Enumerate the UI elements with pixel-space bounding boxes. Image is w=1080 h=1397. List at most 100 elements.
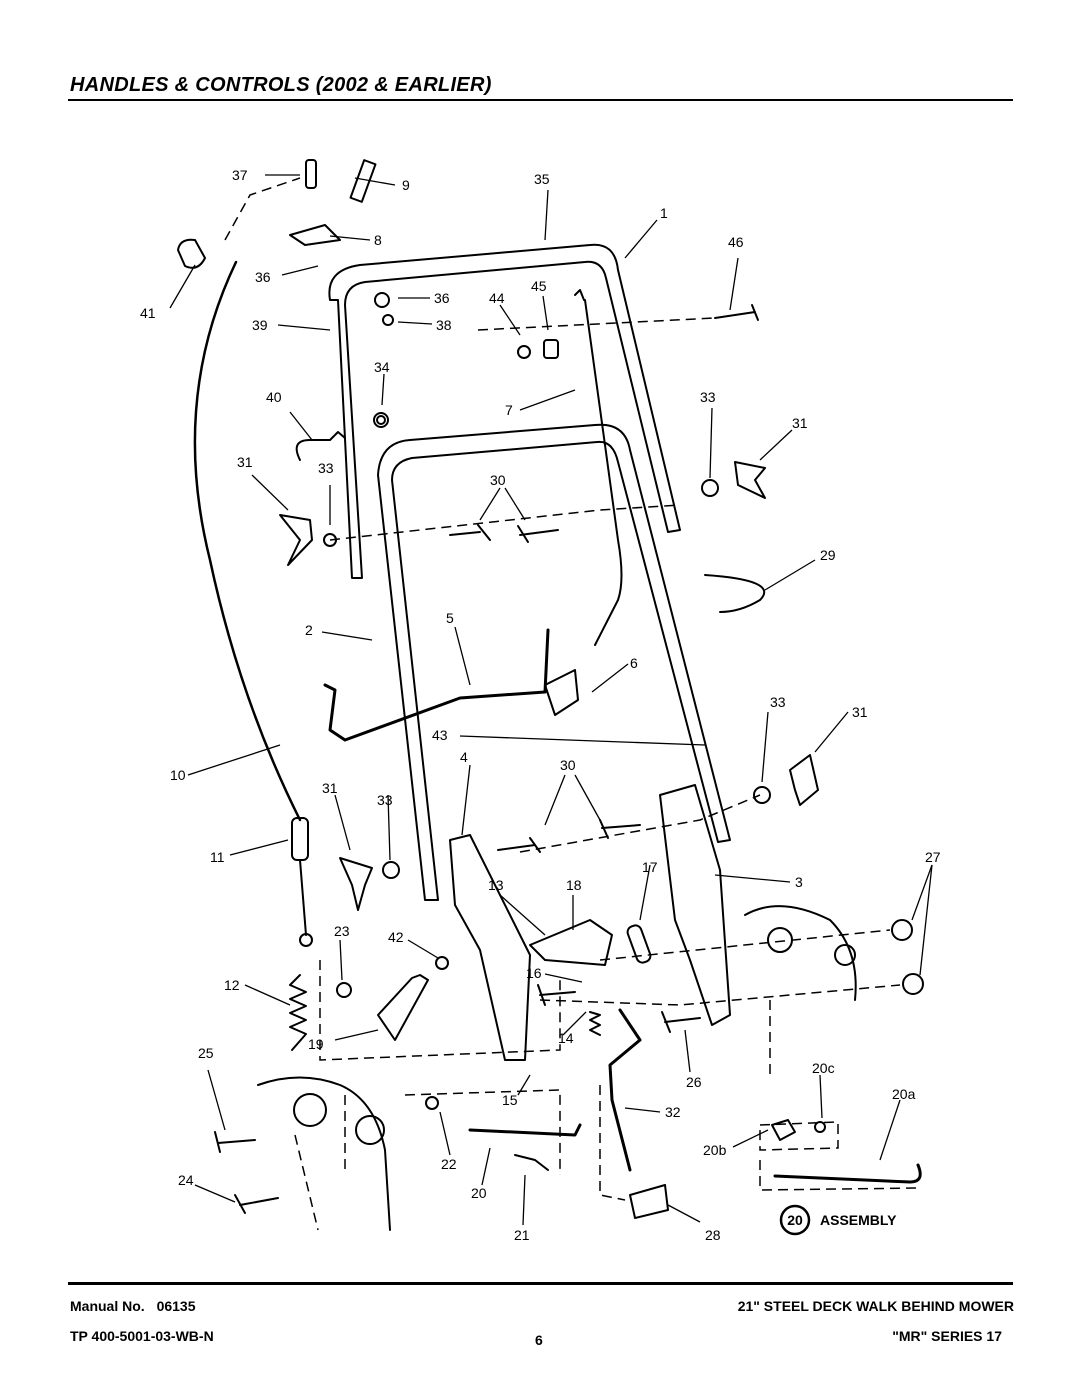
assembly-number: 20	[787, 1212, 803, 1228]
callout: 30	[490, 472, 506, 488]
header-rule	[68, 99, 1013, 101]
manual-label: Manual No.	[70, 1298, 145, 1314]
callout: 32	[665, 1104, 681, 1120]
callout: 31	[792, 415, 808, 431]
callout: 18	[566, 877, 582, 893]
callout: 42	[388, 929, 404, 945]
assembly-badge	[779, 1204, 811, 1236]
mount-plate	[529, 919, 613, 966]
manual-number: 06135	[156, 1298, 196, 1314]
callout: 40	[266, 389, 282, 405]
callout: 11	[210, 849, 225, 865]
control-rod	[323, 628, 550, 742]
hex-bolt	[214, 1131, 256, 1153]
page-number: 6	[535, 1332, 543, 1348]
brake-bracket	[377, 974, 429, 1041]
cable-clip	[177, 238, 206, 269]
callout: 37	[232, 167, 248, 183]
callout: 9	[402, 177, 410, 193]
upper-handle	[328, 243, 681, 579]
callout: 24	[178, 1172, 194, 1188]
spring	[289, 974, 307, 1051]
callout: 26	[686, 1074, 702, 1090]
footer-rule	[68, 1282, 1013, 1285]
height-bracket-left	[449, 834, 531, 1061]
knob-left-lower	[339, 857, 373, 911]
callout: 12	[224, 977, 240, 993]
callout: 22	[441, 1156, 457, 1172]
callout: 36	[434, 290, 450, 306]
callout: 46	[728, 234, 744, 250]
knob-right-lower	[789, 754, 819, 806]
callout: 31	[237, 454, 253, 470]
callout: 27	[925, 849, 941, 865]
callout: 33	[318, 460, 334, 476]
callout: 29	[820, 547, 836, 563]
callout: 34	[374, 359, 390, 375]
callout: 43	[432, 727, 448, 743]
brake-cable	[584, 299, 623, 646]
cable-bracket	[289, 224, 341, 246]
knob-right-upper	[734, 461, 766, 499]
callout: 39	[252, 317, 268, 333]
callout: 14	[558, 1030, 574, 1046]
hairpin-clip	[295, 431, 346, 461]
callout: 6	[630, 655, 638, 671]
callout: 17	[642, 859, 658, 875]
callout: 2	[305, 622, 313, 638]
knob-left-upper	[279, 514, 313, 566]
cable-loop	[704, 574, 766, 613]
drive-rod	[608, 1008, 642, 1172]
callout: 20	[471, 1185, 487, 1201]
callout: 25	[198, 1045, 214, 1061]
bolt	[714, 304, 759, 321]
callout: 3	[795, 874, 803, 890]
bracket	[544, 669, 579, 716]
rod	[468, 1123, 582, 1137]
callout: 35	[534, 171, 550, 187]
callout: 36	[255, 269, 271, 285]
callout: 7	[505, 402, 513, 418]
callout: 20a	[892, 1086, 916, 1102]
product-name: 21" STEEL DECK WALK BEHIND MOWER	[737, 1298, 1014, 1314]
callout: 15	[502, 1092, 518, 1108]
callout: 31	[852, 704, 868, 720]
callout: 33	[770, 694, 786, 710]
assembly-label: ASSEMBLY	[820, 1212, 897, 1228]
callout: 33	[377, 792, 393, 808]
hex-bolt	[234, 1194, 279, 1214]
callout: 10	[170, 767, 186, 783]
cable-sleeve	[291, 817, 309, 861]
callout: 33	[700, 389, 716, 405]
height-bracket-right	[659, 784, 731, 1026]
callout: 1	[660, 205, 668, 221]
callout: 45	[531, 278, 547, 294]
callout: 28	[705, 1227, 721, 1243]
callout: 20c	[812, 1060, 835, 1076]
callout: 31	[322, 780, 338, 796]
callout: 44	[489, 290, 505, 306]
callout: 19	[308, 1036, 324, 1052]
callout: 13	[488, 877, 504, 893]
deck-outline	[744, 905, 857, 1001]
page-title: HANDLES & CONTROLS (2002 & EARLIER)	[70, 74, 492, 96]
carriage-bolt	[599, 819, 641, 839]
callout: 20b	[703, 1142, 727, 1158]
series-name: "MR" SERIES 17	[892, 1328, 1002, 1344]
control-cable	[193, 260, 302, 822]
callout: 8	[374, 232, 382, 248]
callout: 38	[436, 317, 452, 333]
callout: 5	[446, 610, 454, 626]
tp-number: TP 400-5001-03-WB-N	[70, 1328, 214, 1344]
carriage-bolt	[449, 524, 491, 541]
lower-handle	[377, 423, 731, 901]
callout: 21	[514, 1227, 530, 1243]
callout: 4	[460, 749, 468, 765]
carriage-bolt	[517, 525, 559, 543]
callout: 30	[560, 757, 576, 773]
manual-info: Manual No. 06135	[70, 1298, 196, 1314]
callout: 23	[334, 923, 350, 939]
callout: 41	[140, 305, 156, 321]
rod-20a	[773, 1163, 922, 1184]
